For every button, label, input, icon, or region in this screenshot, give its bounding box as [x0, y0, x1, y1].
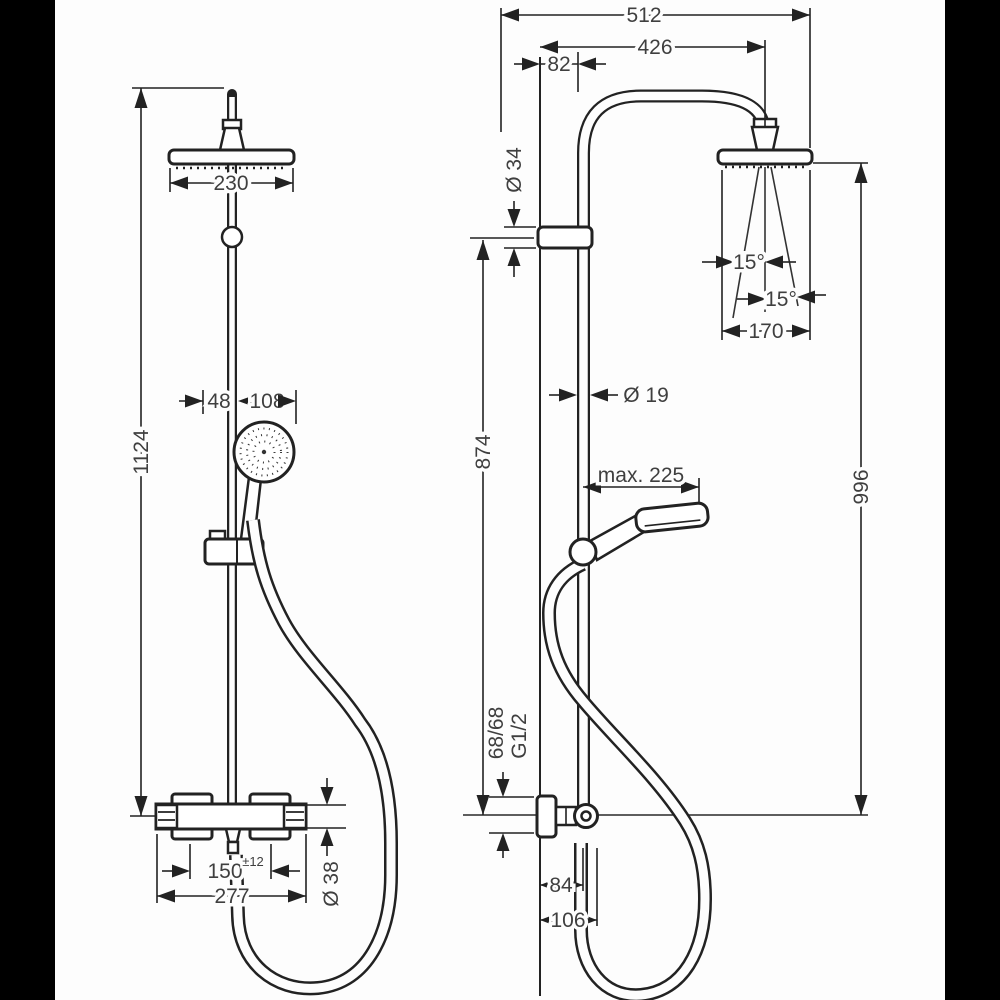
shower-hose-front	[229, 519, 398, 996]
dim-wall-offset: 82	[514, 50, 606, 92]
dim-valve-width: 277	[156, 834, 307, 912]
dim-hand-shower: 48 108	[179, 387, 297, 424]
valve-escutcheon	[535, 794, 558, 839]
slider-knob	[568, 537, 598, 567]
valve-body	[154, 802, 308, 831]
dim-996-label: 996	[850, 469, 873, 504]
hand-shower-front	[232, 420, 296, 543]
dim-6868-label: 68/68	[485, 707, 508, 760]
overhead-shower-front	[167, 118, 296, 170]
dim-hose-offset: 106	[540, 848, 598, 936]
dim-max-reach: max. 225	[583, 461, 700, 504]
dim-38-label: Ø 38	[320, 861, 343, 907]
dim-arm-reach: 426	[540, 33, 766, 126]
dim-bracket-diameter: Ø 34	[500, 143, 536, 277]
dim-34-label: Ø 34	[503, 147, 526, 193]
spray-angle-lines	[732, 166, 799, 319]
hand-shower-head-side	[634, 501, 710, 534]
shower-hose-side	[541, 557, 713, 1000]
dim-84-label: 84	[549, 874, 573, 897]
dim-overall-depth: 512	[500, 1, 811, 148]
dim-connection: 68/68 G1/2	[482, 703, 535, 858]
dim-pipe-diameter: Ø 19	[549, 381, 672, 411]
overhead-shower-side	[716, 117, 814, 169]
dim-170-label: 170	[748, 320, 783, 343]
side-view: 15° 15° 170	[463, 1, 877, 1000]
dim-15-left-label: 15°	[733, 251, 765, 274]
dim-max225-label: max. 225	[598, 464, 684, 487]
dim-connection-centers: 150 ±12	[162, 844, 300, 887]
riser-pipe-side	[577, 89, 771, 810]
pipe-joint-ball	[220, 225, 244, 249]
dim-230-label: 230	[213, 172, 248, 195]
dim-g12-label: G1/2	[508, 713, 531, 759]
dim-19-label: Ø 19	[623, 384, 669, 407]
slider-clamp	[203, 529, 265, 566]
dim-48-label: 48	[207, 390, 230, 413]
dim-total-height-front: 1124	[127, 87, 224, 817]
overhead-shower-plate	[167, 148, 296, 166]
thermostat-valve-front	[154, 792, 308, 855]
dim-426-label: 426	[637, 36, 672, 59]
thermostat-valve-side	[535, 794, 599, 839]
front-view: 1124 230 48 108	[127, 87, 398, 996]
dim-277-label: 277	[214, 885, 249, 908]
shower-plate-side	[716, 148, 814, 166]
dim-82-label: 82	[547, 53, 570, 76]
hose-nipple	[226, 840, 240, 855]
dim-1124-label: 1124	[130, 429, 153, 474]
dim-150-tolerance: ±12	[242, 854, 264, 869]
dim-106-label: 106	[550, 909, 585, 932]
wall-bracket	[536, 225, 594, 250]
valve-cap-left	[154, 803, 179, 830]
dim-spray-angle-right: 15°	[737, 285, 826, 315]
dim-spray-width: 170	[721, 170, 811, 347]
dim-108-label: 108	[249, 390, 284, 413]
dim-spray-angle-left: 15°	[702, 248, 796, 278]
dim-15-right-label: 15°	[765, 288, 797, 311]
dim-outlet-offset: 84	[540, 848, 584, 901]
dim-head-width: 230	[169, 168, 294, 199]
shower-cone-side	[750, 125, 780, 152]
dim-874-label: 874	[472, 434, 495, 469]
hand-shower-side	[568, 501, 710, 567]
dim-512-label: 512	[626, 4, 661, 27]
dim-bar-height: 874	[469, 237, 534, 815]
dim-valve-diameter: Ø 38	[306, 778, 347, 910]
dim-150-label: 150	[207, 860, 242, 883]
valve-cap-right	[282, 803, 308, 830]
dim-total-height-side: 996	[813, 162, 877, 815]
shower-cone-connector	[218, 126, 246, 152]
